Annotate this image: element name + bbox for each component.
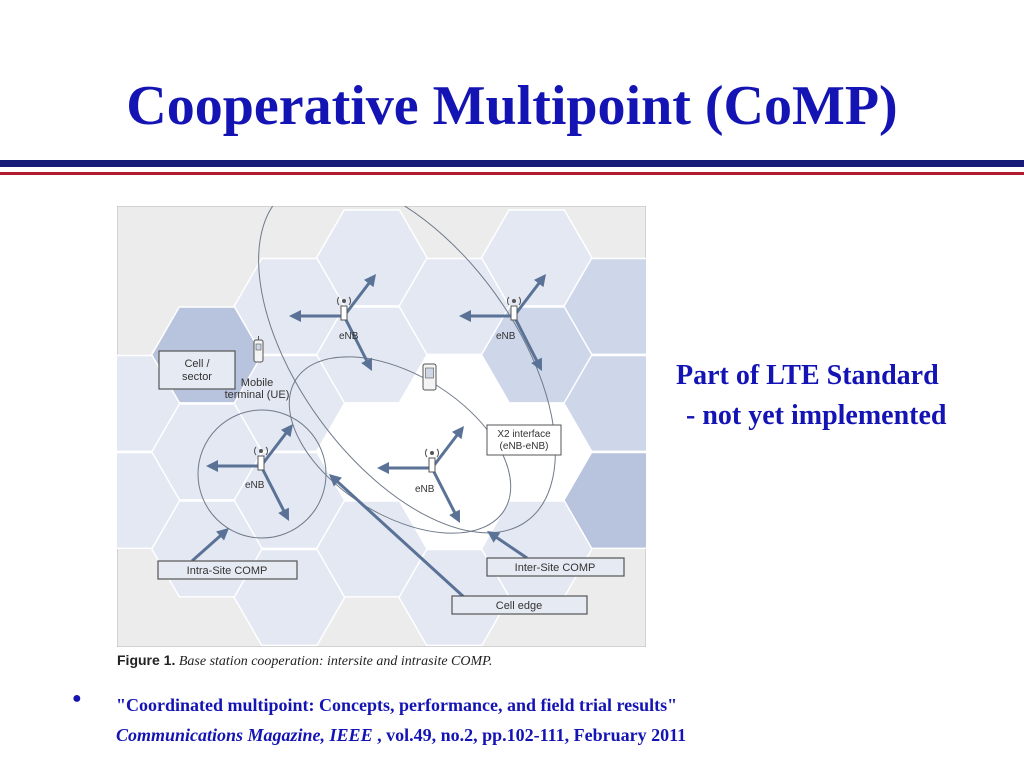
sector-arrow-head xyxy=(377,462,389,474)
inter-site-comp-label: Inter-Site COMP xyxy=(515,562,596,574)
title-underline-red xyxy=(0,172,1024,175)
cell-edge-box xyxy=(451,595,588,615)
sector-arrow-head xyxy=(531,357,542,371)
figure-caption-text: Base station cooperation: intersite and … xyxy=(175,654,493,669)
mobile-phone-icon xyxy=(253,336,264,363)
comp-figure: eNB eNB eNB eNB Cell / sector Mobile ter… xyxy=(68,178,676,648)
mobile-terminal-label: terminal (UE) xyxy=(225,389,290,401)
sector-arrow-head xyxy=(449,509,460,523)
reference-source: Communications Magazine, IEEE , vol.49, … xyxy=(116,720,686,750)
comp-diagram: eNB eNB eNB eNB Cell / sector Mobile ter… xyxy=(68,178,676,648)
enb-label: eNB xyxy=(245,480,265,491)
sector-arrow xyxy=(342,279,373,317)
inter-site-pointer-arrow xyxy=(492,534,528,560)
x2-interface-label: X2 interface xyxy=(497,429,551,440)
sector-arrow-head xyxy=(278,507,289,521)
sector-arrow xyxy=(512,315,540,365)
cell-edge-label: Cell edge xyxy=(496,600,542,612)
inter-site-pointer-arrow-head xyxy=(487,531,501,543)
figure-caption-label: Figure 1. xyxy=(117,652,176,668)
antenna-icon xyxy=(425,448,439,473)
x2-interface-box xyxy=(486,424,562,456)
cell-sector-box xyxy=(158,350,236,390)
sector-arrow-head xyxy=(451,426,464,440)
slide-title: Cooperative Multipoint (CoMP) xyxy=(126,75,898,137)
mobile-phone-icon xyxy=(422,363,437,391)
reference: "Coordinated multipoint: Concepts, perfo… xyxy=(116,690,686,750)
sector-arrow-head xyxy=(533,274,546,288)
figure-caption: Figure 1. Base station cooperation: inte… xyxy=(117,652,492,670)
enb-label: eNB xyxy=(415,484,435,495)
antenna-icon xyxy=(507,296,521,321)
reference-journal: Communications Magazine, IEEE xyxy=(116,725,373,745)
mobile-terminal-label: Mobile xyxy=(241,377,273,389)
sector-arrow-head xyxy=(289,310,301,322)
antenna-icon xyxy=(254,446,268,471)
cell-edge-pointer-arrow-head xyxy=(329,474,342,487)
sector-arrow xyxy=(259,465,287,515)
enb-label: eNB xyxy=(496,331,516,342)
side-note-line-2: - not yet implemented xyxy=(686,400,947,431)
intra-site-circle xyxy=(197,409,327,539)
sector-arrow xyxy=(259,429,290,467)
side-note-line-1: Part of LTE Standard xyxy=(676,360,939,391)
sector-arrow xyxy=(430,467,458,517)
intra-site-comp-label: Intra-Site COMP xyxy=(187,565,268,577)
enb-label: eNB xyxy=(339,331,359,342)
reference-details: , vol.49, no.2, pp.102-111, February 201… xyxy=(372,725,687,745)
sector-arrows xyxy=(191,274,546,600)
bullet-icon: ● xyxy=(72,690,82,707)
hex-grid xyxy=(68,209,676,647)
sector-arrow-head xyxy=(280,424,293,438)
cell-edge-pointer-arrow xyxy=(333,478,467,600)
inter-site-comp-box xyxy=(486,557,625,577)
title-underline-blue xyxy=(0,160,1024,167)
sector-arrow xyxy=(430,431,461,469)
sector-arrow-head xyxy=(206,460,218,472)
sector-arrow xyxy=(512,279,543,317)
x2-interface-label: (eNB-eNB) xyxy=(500,441,549,452)
intra-site-comp-box xyxy=(157,560,298,580)
cell-sector-label: Cell / xyxy=(184,358,210,370)
intra-site-pointer-arrow-head xyxy=(216,528,229,541)
antenna-icon xyxy=(337,296,351,321)
sector-arrow-head xyxy=(363,274,376,288)
intra-site-pointer-arrow xyxy=(191,532,225,563)
reference-title: "Coordinated multipoint: Concepts, perfo… xyxy=(116,695,678,715)
sector-arrow xyxy=(342,315,370,365)
cell-sector-label: sector xyxy=(182,371,212,383)
sector-arrow-head xyxy=(459,310,471,322)
sector-arrow-head xyxy=(361,357,372,371)
side-note: Part of LTE Standard - not yet implement… xyxy=(676,356,947,436)
